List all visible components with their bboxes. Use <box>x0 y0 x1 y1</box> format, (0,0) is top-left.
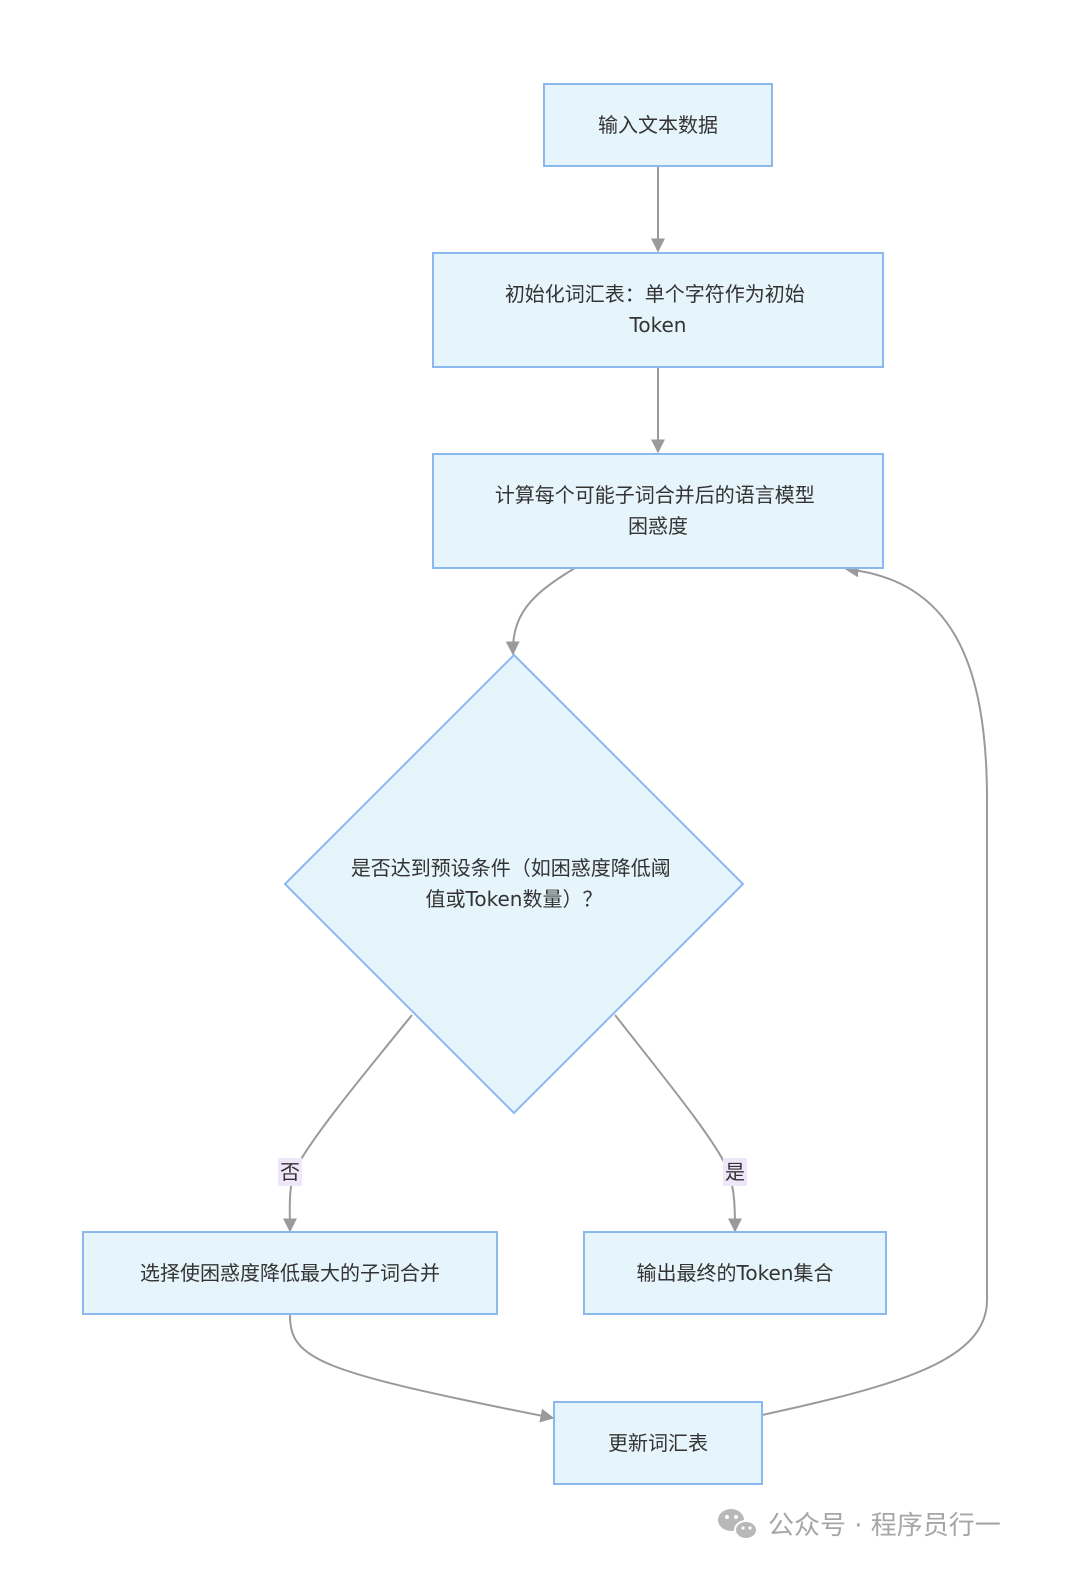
node-update-line-1: 更新词汇表 <box>608 1431 708 1455</box>
node-compute-line-2: 困惑度 <box>628 514 688 538</box>
svg-text:计算每个可能子词合并后的语言模型 困惑度: 计算每个可能子词合并后的语言模型 困惑度 <box>495 476 821 538</box>
node-decision-line-1: 是否达到预设条件（如困惑度降低阈 <box>351 856 671 880</box>
svg-text:选择使困惑度降低最大的子词合并: 选择使困惑度降低最大的子词合并 <box>140 1261 440 1285</box>
svg-text:是否达到预设条件（如困惑度降低阈 值或Token: 是否达到预设条件（如困惑度降低阈 值或Token数量）？ <box>351 849 677 911</box>
edge-decision-to-output <box>614 1014 742 1233</box>
node-merge-line-1: 选择使困惑度降低最大的子词合并 <box>140 1261 440 1285</box>
node-output-line-1: 输出最终的Token集合 <box>637 1261 834 1285</box>
edge-update-to-compute <box>761 563 988 1416</box>
svg-text:更新词汇表: 更新词汇表 <box>608 1431 708 1455</box>
edge-label-yes: 是 <box>723 1158 747 1186</box>
edge-compute-to-decision <box>505 567 576 656</box>
watermark: 公众号 · 程序员行一 <box>718 1509 1001 1541</box>
node-update-vocabulary: 更新词汇表 <box>553 1401 763 1485</box>
node-compute-line-1: 计算每个可能子词合并后的语言模型 <box>495 483 815 507</box>
svg-text:初始化词汇表：单个字符作为初始 Token: 初始化词汇表：单个字符作为初始 Token <box>505 275 811 337</box>
edge-label-no-text: 否 <box>280 1160 300 1184</box>
edge-decision-to-merge <box>282 1014 413 1233</box>
edge-merge-to-update <box>289 1314 555 1423</box>
node-init-vocabulary: 初始化词汇表：单个字符作为初始 Token <box>432 252 884 368</box>
node-merge-subwords: 选择使困惑度降低最大的子词合并 <box>82 1231 498 1315</box>
node-init-line-1: 初始化词汇表：单个字符作为初始 <box>505 282 805 306</box>
node-init-line-2: Token <box>629 313 687 337</box>
watermark-text: 公众号 · 程序员行一 <box>768 1511 1001 1541</box>
svg-text:输入文本数据: 输入文本数据 <box>598 113 718 137</box>
edge-label-no: 否 <box>278 1158 302 1186</box>
node-decision-line-2: 值或Token数量）？ <box>426 887 603 911</box>
svg-text:输出最终的Token集合: 输出最终的Token集合 <box>637 1261 834 1285</box>
node-input-line-1: 输入文本数据 <box>598 113 718 137</box>
node-input-text-data: 输入文本数据 <box>543 83 773 167</box>
wechat-icon <box>718 1509 758 1540</box>
node-compute-perplexity: 计算每个可能子词合并后的语言模型 困惑度 <box>432 453 884 569</box>
edge-label-yes-text: 是 <box>725 1160 745 1184</box>
edges <box>282 166 988 1423</box>
node-decision-condition: 是否达到预设条件（如困惑度降低阈 值或Token数量）？ <box>283 653 745 1115</box>
node-output-tokens: 输出最终的Token集合 <box>583 1231 887 1315</box>
